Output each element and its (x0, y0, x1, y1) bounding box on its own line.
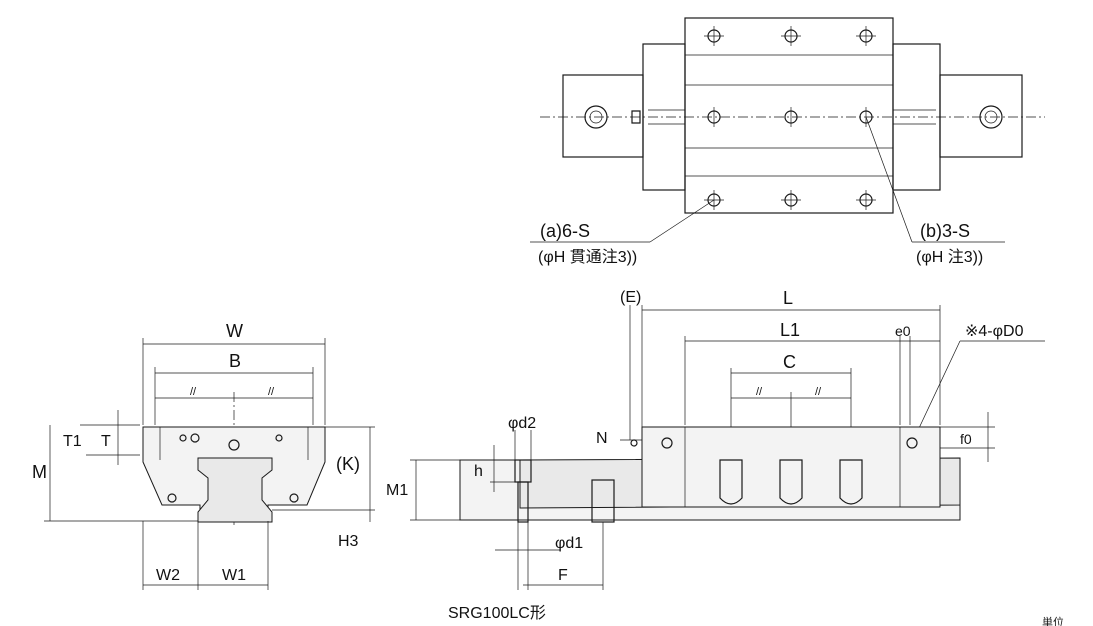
corner-mark: 単位 (1042, 615, 1064, 626)
dim-L: L (783, 288, 793, 308)
front-view: W B // // T1 T M (K) (32, 321, 375, 590)
dim-W1: W1 (222, 567, 246, 584)
dim-M1: M1 (386, 482, 408, 499)
dim-D0: ※4-φD0 (965, 323, 1024, 340)
top-view: (a)6-S (φH 貫通注3)) (b)3-S (φH 注3)) (530, 17, 1045, 266)
label-a: (a)6-S (540, 221, 590, 241)
dim-W: W (226, 321, 243, 341)
parallel-mark: // (756, 386, 763, 398)
dim-N: N (596, 430, 608, 447)
dim-d2: φd2 (508, 415, 536, 432)
caption: SRG100LC形 (448, 604, 546, 622)
label-a-sub: (φH 貫通注3)) (538, 248, 637, 266)
dim-K: (K) (336, 454, 360, 474)
dim-M: M (32, 462, 47, 482)
mounting-holes-top (704, 26, 876, 210)
parallel-mark: // (268, 386, 275, 398)
dim-L1: L1 (780, 320, 800, 340)
dim-h: h (474, 463, 483, 480)
parallel-mark: // (815, 386, 822, 398)
dim-T: T (101, 433, 111, 450)
dim-f0: f0 (960, 431, 972, 447)
dim-T1: T1 (63, 433, 82, 450)
parallel-mark: // (190, 386, 197, 398)
dim-d1: φd1 (555, 535, 583, 552)
dim-H3: H3 (338, 533, 359, 550)
side-view: L (E) L1 e0 ※4-φD0 C // // (386, 288, 1045, 590)
dim-B: B (229, 351, 241, 371)
label-b-sub: (φH 注3)) (916, 248, 983, 266)
dim-F: F (558, 567, 568, 584)
dim-W2: W2 (156, 567, 180, 584)
label-b: (b)3-S (920, 221, 970, 241)
dim-e0: e0 (895, 323, 911, 339)
dim-E: (E) (620, 289, 641, 306)
dim-C: C (783, 352, 796, 372)
